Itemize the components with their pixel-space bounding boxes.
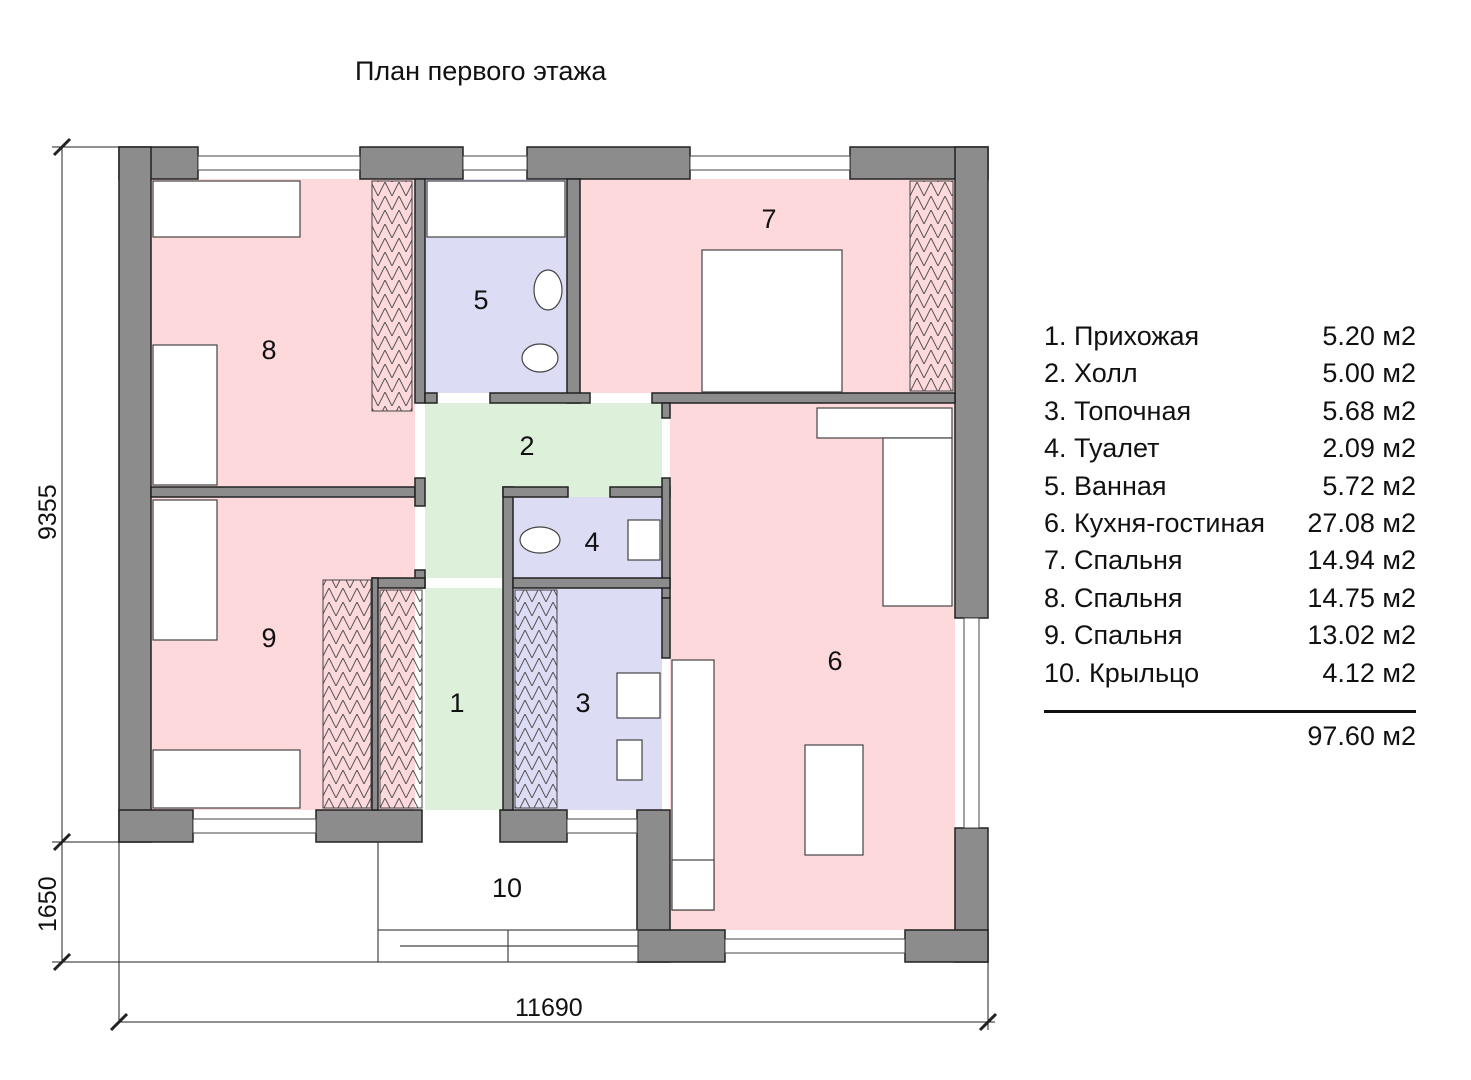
- dimension-lines: [52, 137, 998, 1032]
- sink: [533, 269, 563, 311]
- room-number-6: 6: [827, 646, 842, 676]
- room-number-5: 5: [473, 285, 488, 315]
- walls: [118, 146, 989, 963]
- toilet: [521, 343, 559, 373]
- dimension-height-main: 9355: [34, 484, 62, 540]
- room-number-1: 1: [449, 688, 464, 718]
- bed: [152, 499, 218, 641]
- room-1: [425, 588, 503, 810]
- toilet: [519, 526, 561, 554]
- room-number-2: 2: [519, 431, 534, 461]
- sink: [627, 519, 661, 561]
- windows: [192, 155, 980, 954]
- bathtub: [426, 180, 566, 238]
- room-number-10: 10: [492, 873, 522, 903]
- room-number-3: 3: [575, 688, 590, 718]
- double-bed: [701, 249, 843, 393]
- plan-title: План первого этажа: [355, 56, 607, 86]
- legend-divider: [1044, 709, 1416, 713]
- room-number-4: 4: [584, 527, 599, 557]
- furniture: [152, 180, 953, 911]
- dimension-height-porch: 1650: [34, 876, 62, 932]
- desk: [152, 180, 301, 238]
- room-number-8: 8: [261, 335, 276, 365]
- boiler: [616, 739, 643, 781]
- sofa: [882, 437, 953, 607]
- room-number-7: 7: [761, 204, 776, 234]
- bed: [152, 344, 218, 486]
- total-area: 97.60 м2: [1307, 720, 1416, 751]
- washing-machine: [616, 672, 661, 719]
- sofa: [816, 407, 953, 439]
- stove: [671, 859, 715, 911]
- dimension-width: 11690: [515, 994, 583, 1022]
- desk: [152, 749, 301, 809]
- dining-table: [804, 744, 864, 856]
- wardrobes: [322, 180, 954, 809]
- porch: [377, 842, 639, 963]
- room-number-9: 9: [261, 623, 276, 653]
